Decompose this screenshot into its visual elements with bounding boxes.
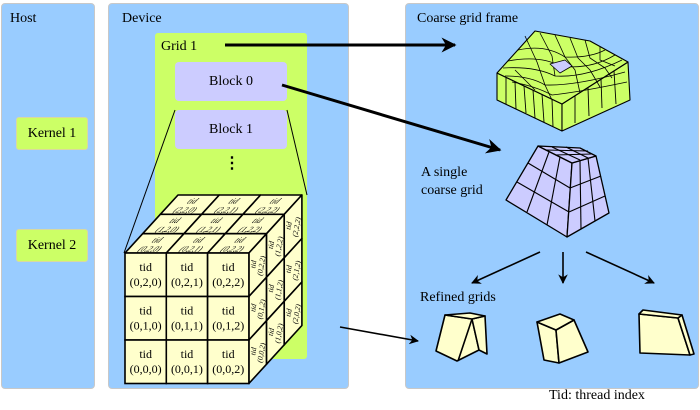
- kernel-1-box: Kernel 1: [16, 117, 88, 150]
- thread-label-side-index: (0,1,2): [255, 298, 267, 320]
- thread-label-top: (1,2,1): [194, 225, 223, 234]
- thread-label-top: (2,2,0): [170, 206, 199, 215]
- thread-label-tid: tid: [139, 304, 152, 318]
- refined-grids-label: Refined grids: [420, 290, 496, 305]
- coarse-grid-left-face: [505, 145, 573, 238]
- refined-grid-2: [536, 313, 589, 364]
- thread-cell-front: [206, 295, 250, 341]
- thread-label-top: tid: [267, 198, 283, 207]
- thread-label-top: tid: [190, 236, 206, 245]
- thread-label-top: (1,2,2): [235, 225, 264, 234]
- thread-cell-front: [165, 339, 209, 385]
- single-coarse-grid-label-1: A single: [421, 165, 468, 180]
- thread-label-tid: tid: [181, 304, 194, 318]
- thread-label-side: tid(2,0,2): [284, 303, 303, 325]
- thread-label-index: (0,1,0): [130, 319, 162, 333]
- thread-label-side-index: (1,2,2): [273, 235, 285, 257]
- single-coarse-grid-mesh: [505, 145, 610, 238]
- thread-label-top: tid: [208, 217, 224, 226]
- thread-label-top: tid: [149, 236, 165, 245]
- thread-label-side: tid(2,2,2): [284, 216, 303, 238]
- thread-cell-side: [283, 281, 303, 346]
- arrow-single-to-refined-right: [585, 251, 655, 284]
- host-title: Host: [10, 11, 37, 26]
- kernel-2-box: Kernel 2: [16, 229, 88, 262]
- refined-grid-1: [435, 312, 488, 362]
- thread-cell-front: [206, 252, 250, 298]
- device-title: Device: [122, 11, 162, 26]
- thread-label-top: tid: [184, 198, 200, 207]
- refined-grid-3: [638, 309, 695, 356]
- refined-grids: [435, 309, 695, 364]
- thread-label-tid: tid: [181, 347, 194, 361]
- thread-label-top: (0,2,1): [176, 244, 205, 253]
- thread-label-side-index: (2,2,2): [290, 216, 302, 238]
- thread-label-top: (0,2,0): [135, 244, 164, 253]
- thread-label-side: tid(1,1,2): [266, 279, 285, 301]
- block-0-box: Block 0: [175, 62, 287, 101]
- thread-label-top: tid: [249, 217, 265, 226]
- thread-label-side: tid(1,0,2): [266, 322, 285, 344]
- zoom-line-right: [286, 109, 308, 196]
- thread-label-top: tid: [226, 198, 242, 207]
- thread-label-side-tid: tid: [284, 308, 294, 318]
- thread-label-side-tid: tid: [248, 346, 258, 356]
- thread-label-side-index: (2,0,2): [290, 303, 302, 325]
- thread-label-side-tid: tid: [266, 240, 276, 250]
- arrow-single-to-refined-left: [471, 251, 541, 284]
- thread-label-tid: tid: [222, 260, 235, 274]
- thread-label-index: (0,1,2): [212, 319, 244, 333]
- thread-label-side-index: (2,1,2): [290, 259, 302, 281]
- host-panel: Host Kernel 1 Kernel 2: [1, 3, 95, 389]
- thread-label-top: (1,2,0): [153, 225, 182, 234]
- grid-1-label: Grid 1: [161, 39, 198, 54]
- thread-label-index: (0,2,0): [130, 275, 162, 289]
- thread-label-top: (2,2,2): [253, 206, 282, 215]
- thread-label-top: tid: [167, 217, 183, 226]
- thread-label-side-index: (0,0,2): [255, 342, 267, 364]
- footnote-tid: Tid: thread index: [549, 388, 645, 403]
- thread-label-side-index: (0,2,2): [255, 255, 267, 277]
- thread-label-index: (0,0,0): [130, 362, 162, 376]
- thread-label-top: (0,2,2): [218, 244, 247, 253]
- thread-label-tid: tid: [139, 347, 152, 361]
- thread-label-side: tid(0,0,2): [248, 342, 267, 364]
- frame-highlight-cell: [549, 59, 573, 74]
- thread-label-tid: tid: [222, 347, 235, 361]
- thread-label-index: (0,0,2): [212, 362, 244, 376]
- thread-label-side-index: (1,1,2): [273, 279, 285, 301]
- zoom-line-left: [123, 109, 176, 254]
- thread-block-cube: tid(2,2,0)tid(2,2,1)tid(2,2,2)tid(1,2,0)…: [124, 194, 303, 385]
- thread-cell-front: [206, 339, 250, 385]
- thread-label-tid: tid: [181, 260, 194, 274]
- thread-label-side-index: (1,0,2): [273, 322, 285, 344]
- thread-label-side-tid: tid: [266, 327, 276, 337]
- thread-label-side-tid: tid: [284, 221, 294, 231]
- thread-label-side-tid: tid: [284, 264, 294, 274]
- thread-label-side-tid: tid: [248, 259, 258, 269]
- single-coarse-grid-label-2: coarse grid: [421, 183, 483, 198]
- thread-label-top: (2,2,1): [212, 206, 241, 215]
- thread-label-top: tid: [232, 236, 248, 245]
- thread-label-side: tid(0,1,2): [248, 298, 267, 320]
- thread-label-side: tid(0,2,2): [248, 255, 267, 277]
- arrow-block-to-single-grid: [281, 83, 502, 154]
- coarse-grid-frame-label: Coarse grid frame: [417, 11, 519, 26]
- thread-label-index: (0,1,1): [171, 319, 203, 333]
- thread-cell-front: [124, 339, 168, 385]
- blocks-ellipsis: ⋮: [224, 155, 240, 172]
- block-1-box: Block 1: [175, 110, 287, 149]
- thread-label-index: (0,2,2): [212, 275, 244, 289]
- thread-label-side-tid: tid: [248, 303, 258, 313]
- thread-label-index: (0,2,1): [171, 275, 203, 289]
- thread-label-side: tid(1,2,2): [266, 235, 285, 257]
- coarse-grid-frame-mesh: [496, 30, 631, 132]
- arrow-cube-to-refined: [339, 326, 419, 345]
- thread-label-tid: tid: [139, 260, 152, 274]
- thread-label-side-tid: tid: [266, 284, 276, 294]
- thread-label-tid: tid: [222, 304, 235, 318]
- thread-label-side: tid(2,1,2): [284, 259, 303, 281]
- thread-label-index: (0,0,1): [171, 362, 203, 376]
